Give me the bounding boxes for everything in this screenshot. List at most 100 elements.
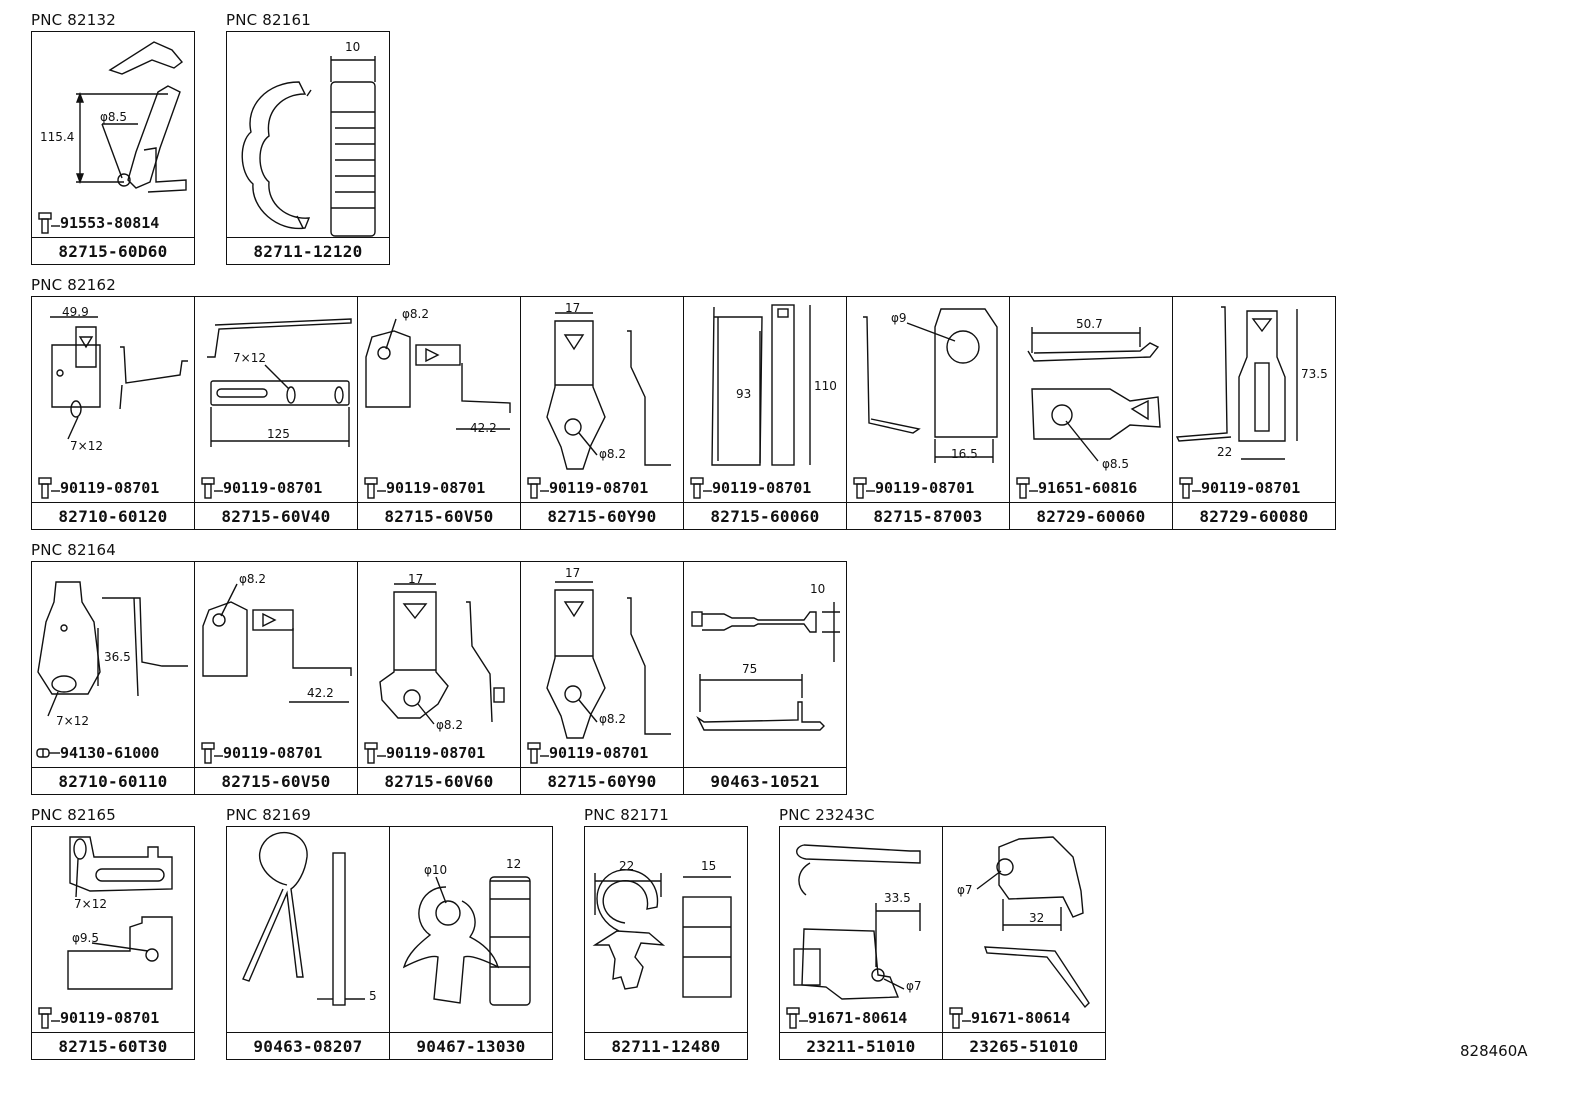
part-cell-82715-60v60[interactable]: 17 φ8.2 90119-08701 82715-60V60 <box>357 561 521 795</box>
part-cell-82711-12120[interactable]: 10 82711-12120 <box>226 31 390 265</box>
fastener-part-number: 90119-08701 <box>712 479 812 497</box>
part-cell-82715-60v50-b[interactable]: φ8.2 42.2 90119-08701 82715-60V50 <box>194 561 358 795</box>
fastener-part-number: 90119-08701 <box>549 479 649 497</box>
dimension-label: 93 <box>736 387 752 401</box>
bracket-a-drawing <box>50 316 188 440</box>
dimension-label: 17 <box>408 572 424 586</box>
fastener-callout[interactable]: 90119-08701 <box>525 742 648 764</box>
dimension-label: 10 <box>345 40 361 54</box>
fastener-callout[interactable]: 90119-08701 <box>199 477 322 499</box>
fastener-callout[interactable]: 90119-08701 <box>362 477 485 499</box>
part-number: 82711-12480 <box>585 1032 747 1059</box>
part-number: 82715-60V50 <box>195 767 357 794</box>
band-drawing <box>691 602 840 731</box>
dimension-label: 32 <box>1029 911 1045 925</box>
fastener-callout[interactable]: 91671-80614 <box>784 1007 907 1029</box>
pnc-label-82132: PNC 82132 <box>31 11 117 29</box>
dimension-label: 42.2 <box>470 421 497 435</box>
part-cell-90463-08207[interactable]: 5 90463-08207 <box>226 826 390 1060</box>
fastener-part-number: 90119-08701 <box>386 479 486 497</box>
dimension-label: 75 <box>742 662 758 676</box>
fastener-callout[interactable]: 91671-80614 <box>947 1007 1070 1029</box>
pnc-label-82169: PNC 82169 <box>226 806 312 824</box>
part-number: 82729-60060 <box>1010 502 1172 529</box>
dimension-label: φ8.5 <box>100 110 127 124</box>
nut-icon <box>36 748 60 758</box>
bolt-icon <box>38 212 60 234</box>
bolt-icon <box>201 477 223 499</box>
part-cell-82711-12480[interactable]: 22 15 82711-12480 <box>584 826 748 1060</box>
fastener-part-number: 91651-60816 <box>1038 479 1138 497</box>
pnc-label-23243c: PNC 23243C <box>779 806 875 824</box>
fastener-callout[interactable]: 90119-08701 <box>525 477 648 499</box>
dimension-label: 115.4 <box>40 130 75 144</box>
part-number: 82715-60Y90 <box>521 767 683 794</box>
dimension-label: φ7 <box>906 979 922 993</box>
dimension-label: 50.7 <box>1076 317 1103 331</box>
dimension-label: 22 <box>1217 445 1233 459</box>
dimension-label: 15 <box>701 859 717 873</box>
dimension-label: 36.5 <box>104 650 131 664</box>
fastener-part-number: 90119-08701 <box>875 479 975 497</box>
bracket-plate-drawing <box>863 308 998 463</box>
part-cell-82729-60080[interactable]: 73.5 22 90119-08701 82729-60080 <box>1172 296 1336 530</box>
part-cell-82715-87003[interactable]: φ9 16.5 90119-08701 82715-87003 <box>846 296 1010 530</box>
part-cell-82715-60y90[interactable]: 17 φ8.2 90119-08701 82715-60Y90 <box>520 296 684 530</box>
fastener-callout[interactable]: 90119-08701 <box>199 742 322 764</box>
fastener-callout[interactable]: 90119-08701 <box>688 477 811 499</box>
part-cell-23265-51010[interactable]: φ7 32 91671-80614 23265-51010 <box>942 826 1106 1060</box>
fastener-callout[interactable]: 90119-08701 <box>851 477 974 499</box>
part-cell-82715-60v40[interactable]: 7×12 125 90119-08701 82715-60V40 <box>194 296 358 530</box>
part-cell-90463-10521[interactable]: 10 75 90463-10521 <box>683 561 847 795</box>
dimension-label: φ8.2 <box>239 572 266 586</box>
bracket-tri-drawing <box>546 312 671 470</box>
part-cell-82729-60060[interactable]: 50.7 φ8.5 91651-60816 82729-60060 <box>1009 296 1173 530</box>
bolt-icon <box>201 742 223 764</box>
dimension-label: 7×12 <box>74 897 107 911</box>
part-cell-90467-13030[interactable]: φ10 12 90467-13030 <box>389 826 553 1060</box>
bolt-icon <box>527 477 549 499</box>
part-number: 82715-60V50 <box>358 502 520 529</box>
bracket-fuel-drawing <box>793 844 921 1000</box>
fastener-part-number: 90119-08701 <box>60 1009 160 1027</box>
pnc-label-82171: PNC 82171 <box>584 806 670 824</box>
part-cell-23211-51010[interactable]: 33.5 φ7 91671-80614 23211-51010 <box>779 826 943 1060</box>
dimension-label: φ9 <box>891 311 907 325</box>
bolt-icon <box>853 477 875 499</box>
dimension-label: 33.5 <box>884 891 911 905</box>
bracket-tall-drawing <box>75 41 187 193</box>
pnc-label-82162: PNC 82162 <box>31 276 117 294</box>
dimension-label: 7×12 <box>70 439 103 453</box>
fastener-part-number: 90119-08701 <box>223 479 323 497</box>
fastener-part-number: 90119-08701 <box>60 479 160 497</box>
part-cell-82715-60060[interactable]: 93 110 90119-08701 82715-60060 <box>683 296 847 530</box>
dimension-label: 12 <box>506 857 522 871</box>
bracket-slot-drawing <box>1175 306 1298 460</box>
fastener-callout[interactable]: 90119-08701 <box>362 742 485 764</box>
hairpin-drawing <box>242 831 365 1006</box>
dimension-label: φ10 <box>424 863 448 877</box>
bracket-tri-wide-drawing <box>379 583 505 725</box>
fastener-callout[interactable]: 91651-60816 <box>1014 477 1137 499</box>
part-cell-82715-60d60[interactable]: 115.4 φ8.5 91553-80814 82715-60D60 <box>31 31 195 265</box>
fastener-part-number: 90119-08701 <box>549 744 649 762</box>
part-cell-82710-60120[interactable]: 49.9 7×12 90119-08701 82710-60120 <box>31 296 195 530</box>
dimension-label: 22 <box>619 859 635 873</box>
fastener-callout[interactable]: 90119-08701 <box>1177 477 1300 499</box>
dimension-label: 17 <box>565 566 581 580</box>
fastener-callout[interactable]: 90119-08701 <box>36 477 159 499</box>
fastener-callout[interactable]: 91553-80814 <box>36 212 159 234</box>
dimension-label: 17 <box>565 301 581 315</box>
bolt-icon <box>38 477 60 499</box>
part-cell-82715-60y90-b[interactable]: 17 φ8.2 90119-08701 82715-60Y90 <box>520 561 684 795</box>
fastener-part-number: 91553-80814 <box>60 214 160 232</box>
dimension-label: φ8.2 <box>436 718 463 732</box>
fastener-callout[interactable]: 94130-61000 <box>36 742 159 764</box>
part-cell-82715-60v50[interactable]: φ8.2 42.2 90119-08701 82715-60V50 <box>357 296 521 530</box>
pnc-label-82164: PNC 82164 <box>31 541 117 559</box>
part-cell-82715-60t30[interactable]: 7×12 φ9.5 90119-08701 82715-60T30 <box>31 826 195 1060</box>
part-cell-82710-60110[interactable]: 36.5 7×12 94130-61000 82710-60110 <box>31 561 195 795</box>
dimension-label: 125 <box>267 427 290 441</box>
bolt-icon <box>786 1007 808 1029</box>
fastener-callout[interactable]: 90119-08701 <box>36 1007 159 1029</box>
